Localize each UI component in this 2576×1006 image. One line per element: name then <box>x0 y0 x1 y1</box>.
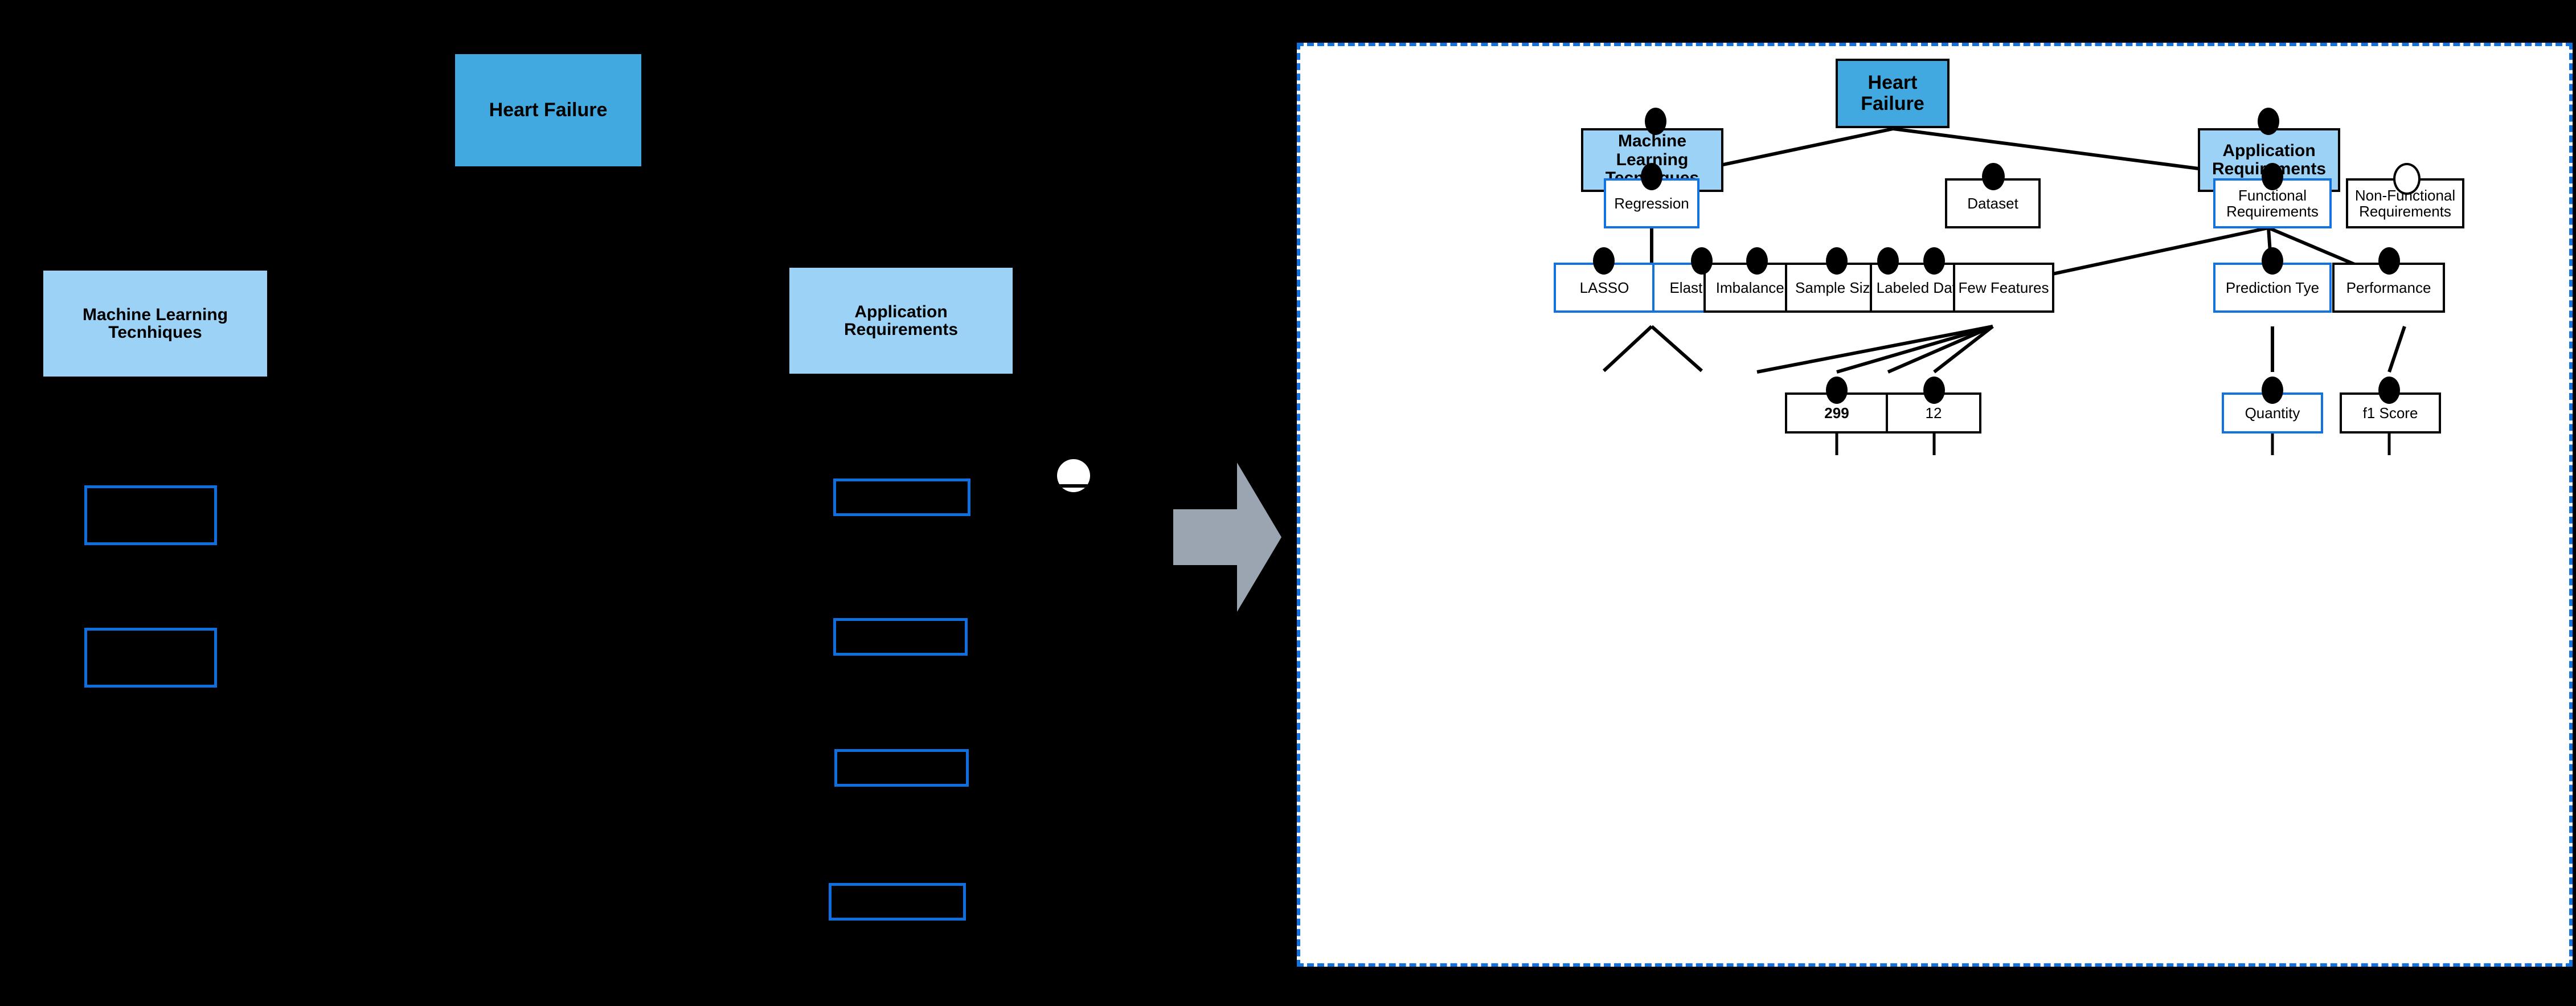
hollow-circle-marker <box>1057 459 1090 492</box>
node-functional-requirements-line2: Requirements <box>2226 203 2319 220</box>
source-outline-box-5[interactable] <box>834 749 969 787</box>
source-outline-box-6[interactable] <box>829 883 966 921</box>
source-node-ml-techniques-line1: Machine Learning <box>82 305 228 324</box>
connector-dot-regression <box>1641 163 1662 190</box>
connector-dot-elasticnet <box>1691 247 1713 275</box>
source-node-ml-techniques[interactable]: Machine Learning Tecnhiques <box>43 271 267 377</box>
node-lasso-label: LASSO <box>1579 279 1629 296</box>
connector-dot-sample-size <box>1826 247 1848 275</box>
source-outline-box-1[interactable] <box>84 485 217 545</box>
source-node-app-requirements-line1: Application <box>854 302 948 321</box>
connector-dot-ml-techniques <box>1645 108 1666 135</box>
node-dataset-label: Dataset <box>1967 194 2018 212</box>
connector-dot-sample-size-value <box>1826 377 1848 404</box>
generated-feature-model-panel[interactable]: Heart Failure Machine Learning Tecnhique… <box>1297 43 2573 967</box>
connector-dot-few-features <box>1923 247 1945 275</box>
node-heart-failure-label: Heart Failure <box>1861 72 1924 114</box>
node-imbalanced-label: Imbalanced <box>1715 279 1793 296</box>
node-few-features[interactable]: Few Features <box>1953 263 2054 313</box>
source-node-heart-failure[interactable]: Heart Failure <box>455 54 641 166</box>
node-app-requirements-line1: Application <box>2222 141 2316 160</box>
connector-circle-non-functional-requirements <box>2393 163 2421 195</box>
node-non-functional-requirements-line2: Requirements <box>2359 203 2451 220</box>
connector-dot-performance <box>2378 247 2400 275</box>
node-sample-size-value-label: 299 <box>1824 404 1849 422</box>
connector-dot-app-requirements <box>2258 108 2279 135</box>
source-diagram-faded: Heart Failure Machine Learning Tecnhique… <box>43 54 1013 921</box>
node-performance-label: Performance <box>2346 279 2431 296</box>
source-outline-box-4[interactable] <box>833 618 968 656</box>
source-outline-box-2[interactable] <box>84 628 217 688</box>
right-arrow-icon <box>1173 463 1281 612</box>
source-node-heart-failure-label: Heart Failure <box>489 99 608 121</box>
source-outline-box-3[interactable] <box>833 479 970 516</box>
connector-dot-lasso <box>1593 247 1615 275</box>
node-few-features-value-label: 12 <box>1925 404 1942 422</box>
connector-dot-functional-requirements <box>2262 163 2283 190</box>
node-heart-failure[interactable]: Heart Failure <box>1836 59 1950 128</box>
connector-dot-prediction-type <box>2262 247 2283 275</box>
node-labeled-data-label: Labeled Data <box>1876 279 1965 296</box>
node-performance-metric-label: f1 Score <box>2362 404 2418 422</box>
node-sample-size-label: Sample Size <box>1795 279 1878 296</box>
source-node-app-requirements[interactable]: Application Requirements <box>789 268 1013 374</box>
node-few-features-label: Few Features <box>1958 279 2049 296</box>
node-prediction-type-label: Prediction Tye <box>2225 279 2320 296</box>
connector-dot-labeled-data <box>1877 247 1899 275</box>
feature-model-edges <box>1602 127 2406 455</box>
connector-dot-prediction-type-value <box>2262 377 2283 404</box>
connector-dot-few-features-value <box>1923 377 1945 404</box>
source-node-app-requirements-line2: Requirements <box>843 320 959 339</box>
connector-dot-performance-metric <box>2378 377 2400 404</box>
node-non-functional-requirements[interactable]: Non-Functional Requirements <box>2346 178 2464 228</box>
connector-dot-dataset <box>1982 163 2005 190</box>
node-prediction-type-value-label: Quantity <box>2245 404 2300 422</box>
source-node-ml-techniques-line2: Tecnhiques <box>108 323 202 342</box>
connector-dot-imbalanced <box>1746 247 1768 275</box>
node-regression-label: Regression <box>1614 194 1689 212</box>
node-performance[interactable]: Performance <box>2332 263 2445 313</box>
